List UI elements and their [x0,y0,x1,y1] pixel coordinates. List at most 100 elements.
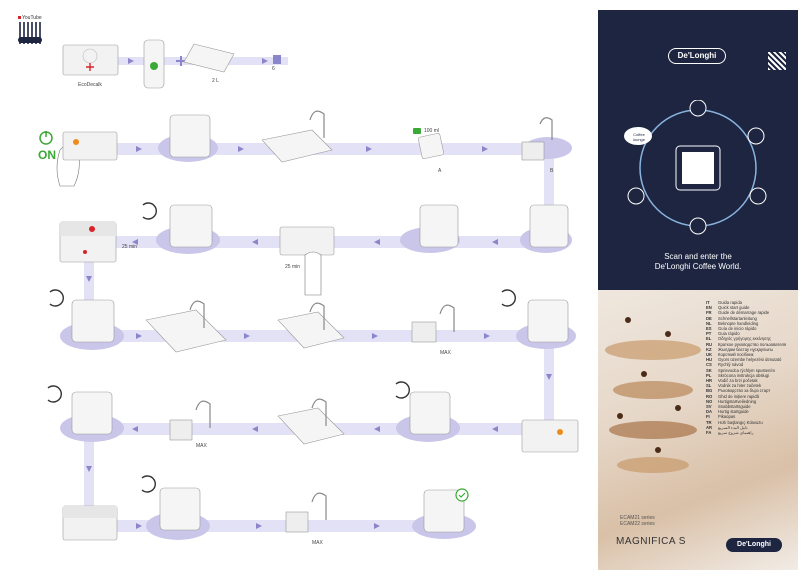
manual-info-icon [627,187,645,205]
language-code: RU [706,341,713,347]
language-name: Ръководство за бърз старт [718,388,771,394]
product-name: MAGNIFICA S [616,536,686,547]
headset-icon [689,100,707,117]
flow-arrows [86,58,552,529]
language-name: Quick start guide [718,305,750,311]
delonghi-logo-bottom: De'Longhi [726,538,782,552]
machine-illustration-5 [71,299,115,343]
panel-qr-small[interactable] [768,52,786,70]
timer-icon-2 [49,289,64,307]
water-tank-icon [183,43,235,73]
scan-line-1: Scan and enter the [664,252,732,261]
scan-text: Scan and enter the De'Longhi Coffee Worl… [598,252,798,272]
language-code: TR [706,419,712,425]
language-code: KZ [706,346,712,352]
language-row: FA راهنمای شروع سریع [706,430,796,435]
language-name: Жылдам бастау нұсқаулығы [718,346,773,352]
language-name: دليل البدء السريع [718,424,748,430]
language-name: راهنمای شروع سریع [718,430,754,436]
language-code: ES [706,326,712,332]
language-name: Gyors üzembe helyezési útmutató [718,357,782,363]
machine-illustration-1 [169,114,211,158]
language-name: Краткое руководство пользователя [718,341,787,347]
language-code: EL [706,336,712,342]
sink-faucet-3 [277,302,345,349]
language-code: NL [706,320,712,326]
language-code: FA [706,430,712,436]
language-name: Guida rapida [718,300,742,305]
language-name: Pikaopas [718,414,736,420]
language-name: Ghid de inițiere rapidă [718,393,759,399]
language-name: Snabbstartsguide [718,404,751,410]
language-code: SL [706,383,712,389]
step-top-panel [62,44,119,76]
sink-faucet-4 [277,398,345,445]
language-code: FI [706,414,710,420]
machine-illustration-7 [71,391,113,435]
language-name: Schnellstartanleitung [718,315,757,321]
coffee-beans-illustration [605,317,701,473]
phone-app-icon [689,217,707,235]
lane-left-down2 [84,432,94,522]
language-code: CS [706,362,712,368]
center-qr-frame [675,145,721,191]
scan-line-2: De'Longhi Coffee World. [654,262,742,271]
delonghi-mini-logo [18,37,42,43]
b-label: B [550,168,554,174]
language-name: Skrócona instrukcja obsługi [718,372,769,378]
language-code: UK [706,352,713,358]
language-row: UK Короткий посібник [706,352,796,357]
language-row: DA Hurtig startguide [706,409,796,414]
lane-right-down1 [544,150,554,240]
sink-faucet-1 [261,110,333,163]
machine-illustration-3 [419,204,459,248]
timer-icon-4 [47,385,62,403]
language-code: DA [706,409,713,415]
control-panel-final [62,505,118,541]
water-2l-label: 2 L [212,78,219,84]
youtube-qr-block[interactable]: YouTube [18,15,44,49]
machine-illustration-10 [423,489,465,533]
control-panel-alarm [59,221,117,263]
language-name: Sprievodca rýchlym spustením [718,367,776,373]
language-name: Hurtig startguide [718,409,749,415]
coffee-lounge-badge [624,127,652,145]
language-name: Короткий посібник [718,352,754,358]
power-on-icon [39,131,53,145]
control-panel-alarm-2 [521,419,579,453]
machine-illustration-6 [527,299,569,343]
language-name: Beknopte handleiding [718,320,759,326]
min-25-label: 25 min [122,244,138,250]
timer-icon-3 [501,289,516,307]
machine-illustration-9 [159,487,201,531]
machine-illustration-4 [169,204,213,248]
faucet-jug-max-2 [169,400,211,441]
language-row: FI Pikaopas [706,414,796,419]
lane-right-down2 [544,338,554,428]
language-code: PT [706,331,712,337]
language-code: PL [706,372,712,378]
language-row: PL Skrócona instrukcja obsługi [706,373,796,378]
hand-press-2 [304,251,322,296]
min-6-label: 6 [272,66,275,72]
max-label-2: MAX [196,443,207,449]
youtube-icon [18,16,21,19]
max-label-1: MAX [440,350,451,356]
check-icon [455,488,469,502]
